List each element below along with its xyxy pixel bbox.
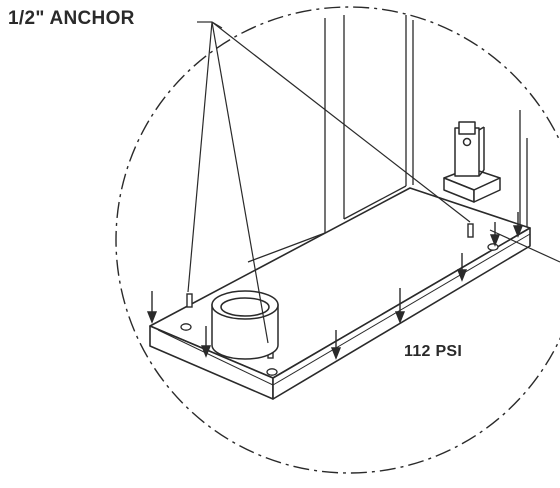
down-arrow-icon <box>394 288 406 324</box>
pipe-sleeve-icon <box>211 290 279 360</box>
load-arrows <box>146 212 524 360</box>
down-arrow-icon <box>489 222 501 247</box>
base-plate <box>149 187 531 400</box>
detail-boundary-circle <box>115 6 560 474</box>
post-base-fitting-icon <box>443 121 501 203</box>
anchor-bolt-icon <box>186 293 193 308</box>
down-arrow-icon <box>512 212 524 238</box>
pressure-callout-label: 112 PSI <box>404 343 463 360</box>
down-arrow-icon <box>330 330 342 360</box>
down-arrow-icon <box>456 253 468 282</box>
anchor-leader-lines <box>187 21 560 344</box>
column-background <box>247 15 528 263</box>
anchor-callout-label: 1/2" ANCHOR <box>8 8 135 29</box>
down-arrow-icon <box>146 291 158 324</box>
anchor-bolt-icon <box>467 223 474 238</box>
down-arrow-icon <box>200 326 212 358</box>
